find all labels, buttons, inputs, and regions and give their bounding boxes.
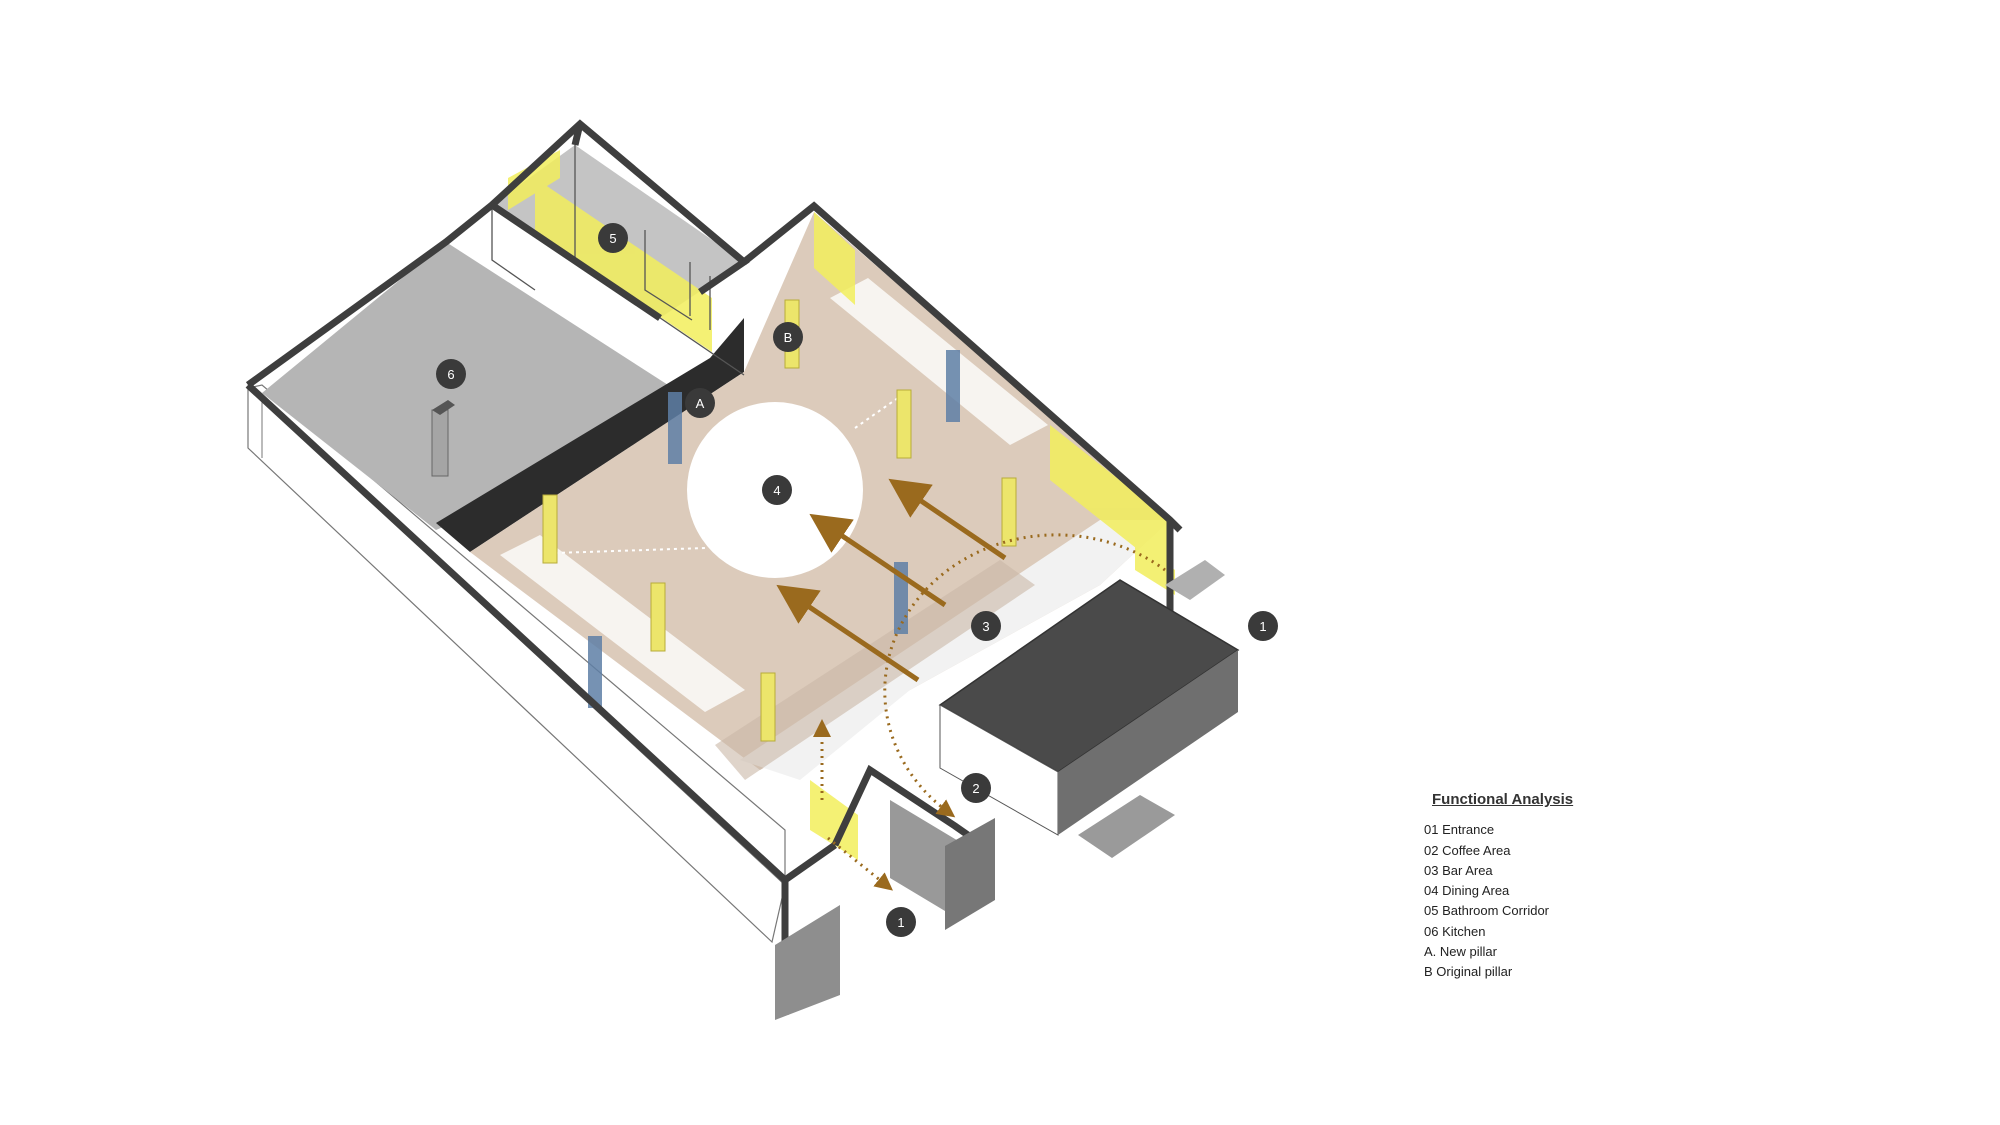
svg-text:4: 4 [773, 483, 780, 498]
bar-counter-side [1058, 650, 1238, 835]
dotted-paths [813, 533, 1166, 891]
bar-step [1078, 795, 1175, 858]
legend-item: B Original pillar [1424, 964, 1513, 980]
legend-item: A. New pillar [1424, 944, 1497, 960]
marker-B: B [773, 322, 803, 352]
svg-text:2: 2 [972, 781, 979, 796]
svg-text:5: 5 [609, 231, 616, 246]
marker-6: 6 [436, 359, 466, 389]
circulation-path [740, 520, 1170, 780]
svg-text:6: 6 [447, 367, 454, 382]
perimeter-walls [245, 119, 1183, 883]
dining-table-left [500, 535, 745, 712]
svg-text:1: 1 [1259, 619, 1266, 634]
legend-item: 04 Dining Area [1424, 883, 1510, 899]
marker-1-bottom: 1 [886, 907, 916, 937]
marker-3: 3 [971, 611, 1001, 641]
kitchen-partition-wall [436, 318, 744, 552]
marker-5: 5 [598, 223, 628, 253]
marker-4: 4 [762, 475, 792, 505]
marker-2: 2 [961, 773, 991, 803]
legend-item: 05 Bathroom Corridor [1424, 903, 1549, 919]
svg-text:B: B [784, 330, 793, 345]
marker-A: A [685, 388, 715, 418]
entrance-step [1165, 560, 1225, 600]
new-pillars [588, 350, 960, 708]
floor-shadow-band [715, 560, 1035, 780]
legend-item: 02 Coffee Area [1424, 842, 1511, 858]
legend: Functional Analysis 01 Entrance 02 Coffe… [1424, 790, 1573, 983]
legend-list: 01 Entrance 02 Coffee Area 03 Bar Area 0… [1424, 820, 1573, 982]
yellow-highlights [508, 150, 1175, 860]
legend-item: 06 Kitchen [1424, 923, 1486, 939]
legend-item: 01 Entrance [1424, 822, 1495, 838]
legend-title: Functional Analysis [1432, 791, 1574, 808]
svg-text:3: 3 [982, 619, 989, 634]
svg-text:A: A [696, 396, 705, 411]
entrance-wall-faces [775, 800, 995, 1020]
svg-text:1: 1 [897, 915, 904, 930]
marker-1-top: 1 [1248, 611, 1278, 641]
kitchen-island [431, 400, 455, 477]
flow-arrows [776, 478, 1007, 683]
legend-item: 03 Bar Area [1424, 862, 1493, 878]
dining-table-right [830, 278, 1048, 445]
